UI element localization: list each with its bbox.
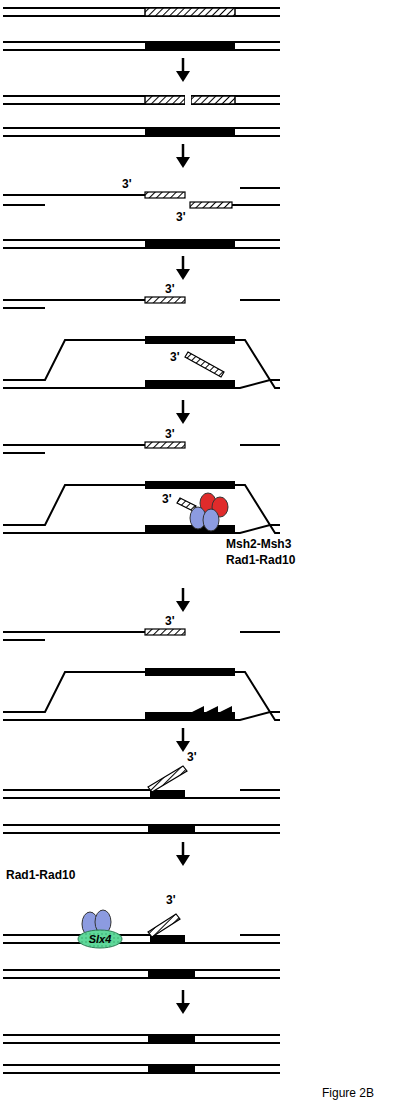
ellipse-shape (78, 930, 122, 948)
protein-name: Slx4 (77, 932, 123, 946)
protein-label: Rad1-Rad10 (6, 868, 75, 882)
strand-end-label: 3' (165, 427, 175, 441)
strand-end-label: 3' (162, 492, 172, 506)
protein-label: Msh2-Msh3 (226, 537, 291, 551)
strand-end-label: 3' (165, 614, 175, 628)
strand-end-label: 3' (187, 750, 197, 764)
protein-ellipse: Slx4 (77, 929, 123, 949)
strand-end-label: 3' (122, 177, 132, 191)
protein-label: Rad1-Rad10 (226, 553, 295, 567)
strand-end-label: 3' (176, 210, 186, 224)
strand-end-label: 3' (166, 893, 176, 907)
figure-label: Figure 2B (322, 1086, 374, 1100)
strand-end-label: 3' (170, 350, 180, 364)
strand-end-label: 3' (165, 282, 175, 296)
